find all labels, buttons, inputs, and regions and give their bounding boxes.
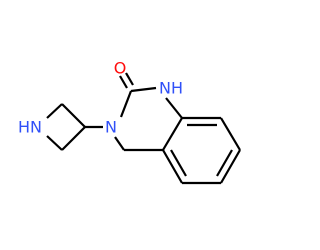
bond-c7-c6 [220,149,241,184]
bond-c4a-c8a [162,117,183,151]
bond-aromatic-inner-3 [170,149,187,177]
bond-n1-c8a [165,97,183,119]
bond-aromatic-inner-2 [216,149,233,177]
atom-label-nitrogen-amide: N [159,79,171,98]
bond-azc4-azc3 [61,126,86,151]
bond-azn-azc4 [46,135,63,151]
structure-canvas: O N H N HN [18,58,241,185]
bond-c2-o-b [125,72,134,86]
bond-c8-c7 [220,117,241,151]
bond-azc3-azc2 [61,103,86,128]
bond-c2-o-a [119,75,128,89]
bond-c2-n1 [130,86,157,93]
atom-label-nitrogen-ring: N [105,118,117,137]
bond-c5-c4a [162,149,183,184]
structure-diagram: O N H N HN [18,59,241,185]
bond-azc2-azn [46,103,63,119]
atom-label-nitrogen-azetidine: HN [18,118,42,137]
bond-c4-n3 [114,136,125,151]
bonds [46,72,241,185]
atom-label-hydrogen-amide: H [171,79,183,98]
atom-label-oxygen: O [114,59,127,78]
bond-c2-n3 [119,90,133,118]
atom-labels: O N H N HN [18,59,183,137]
